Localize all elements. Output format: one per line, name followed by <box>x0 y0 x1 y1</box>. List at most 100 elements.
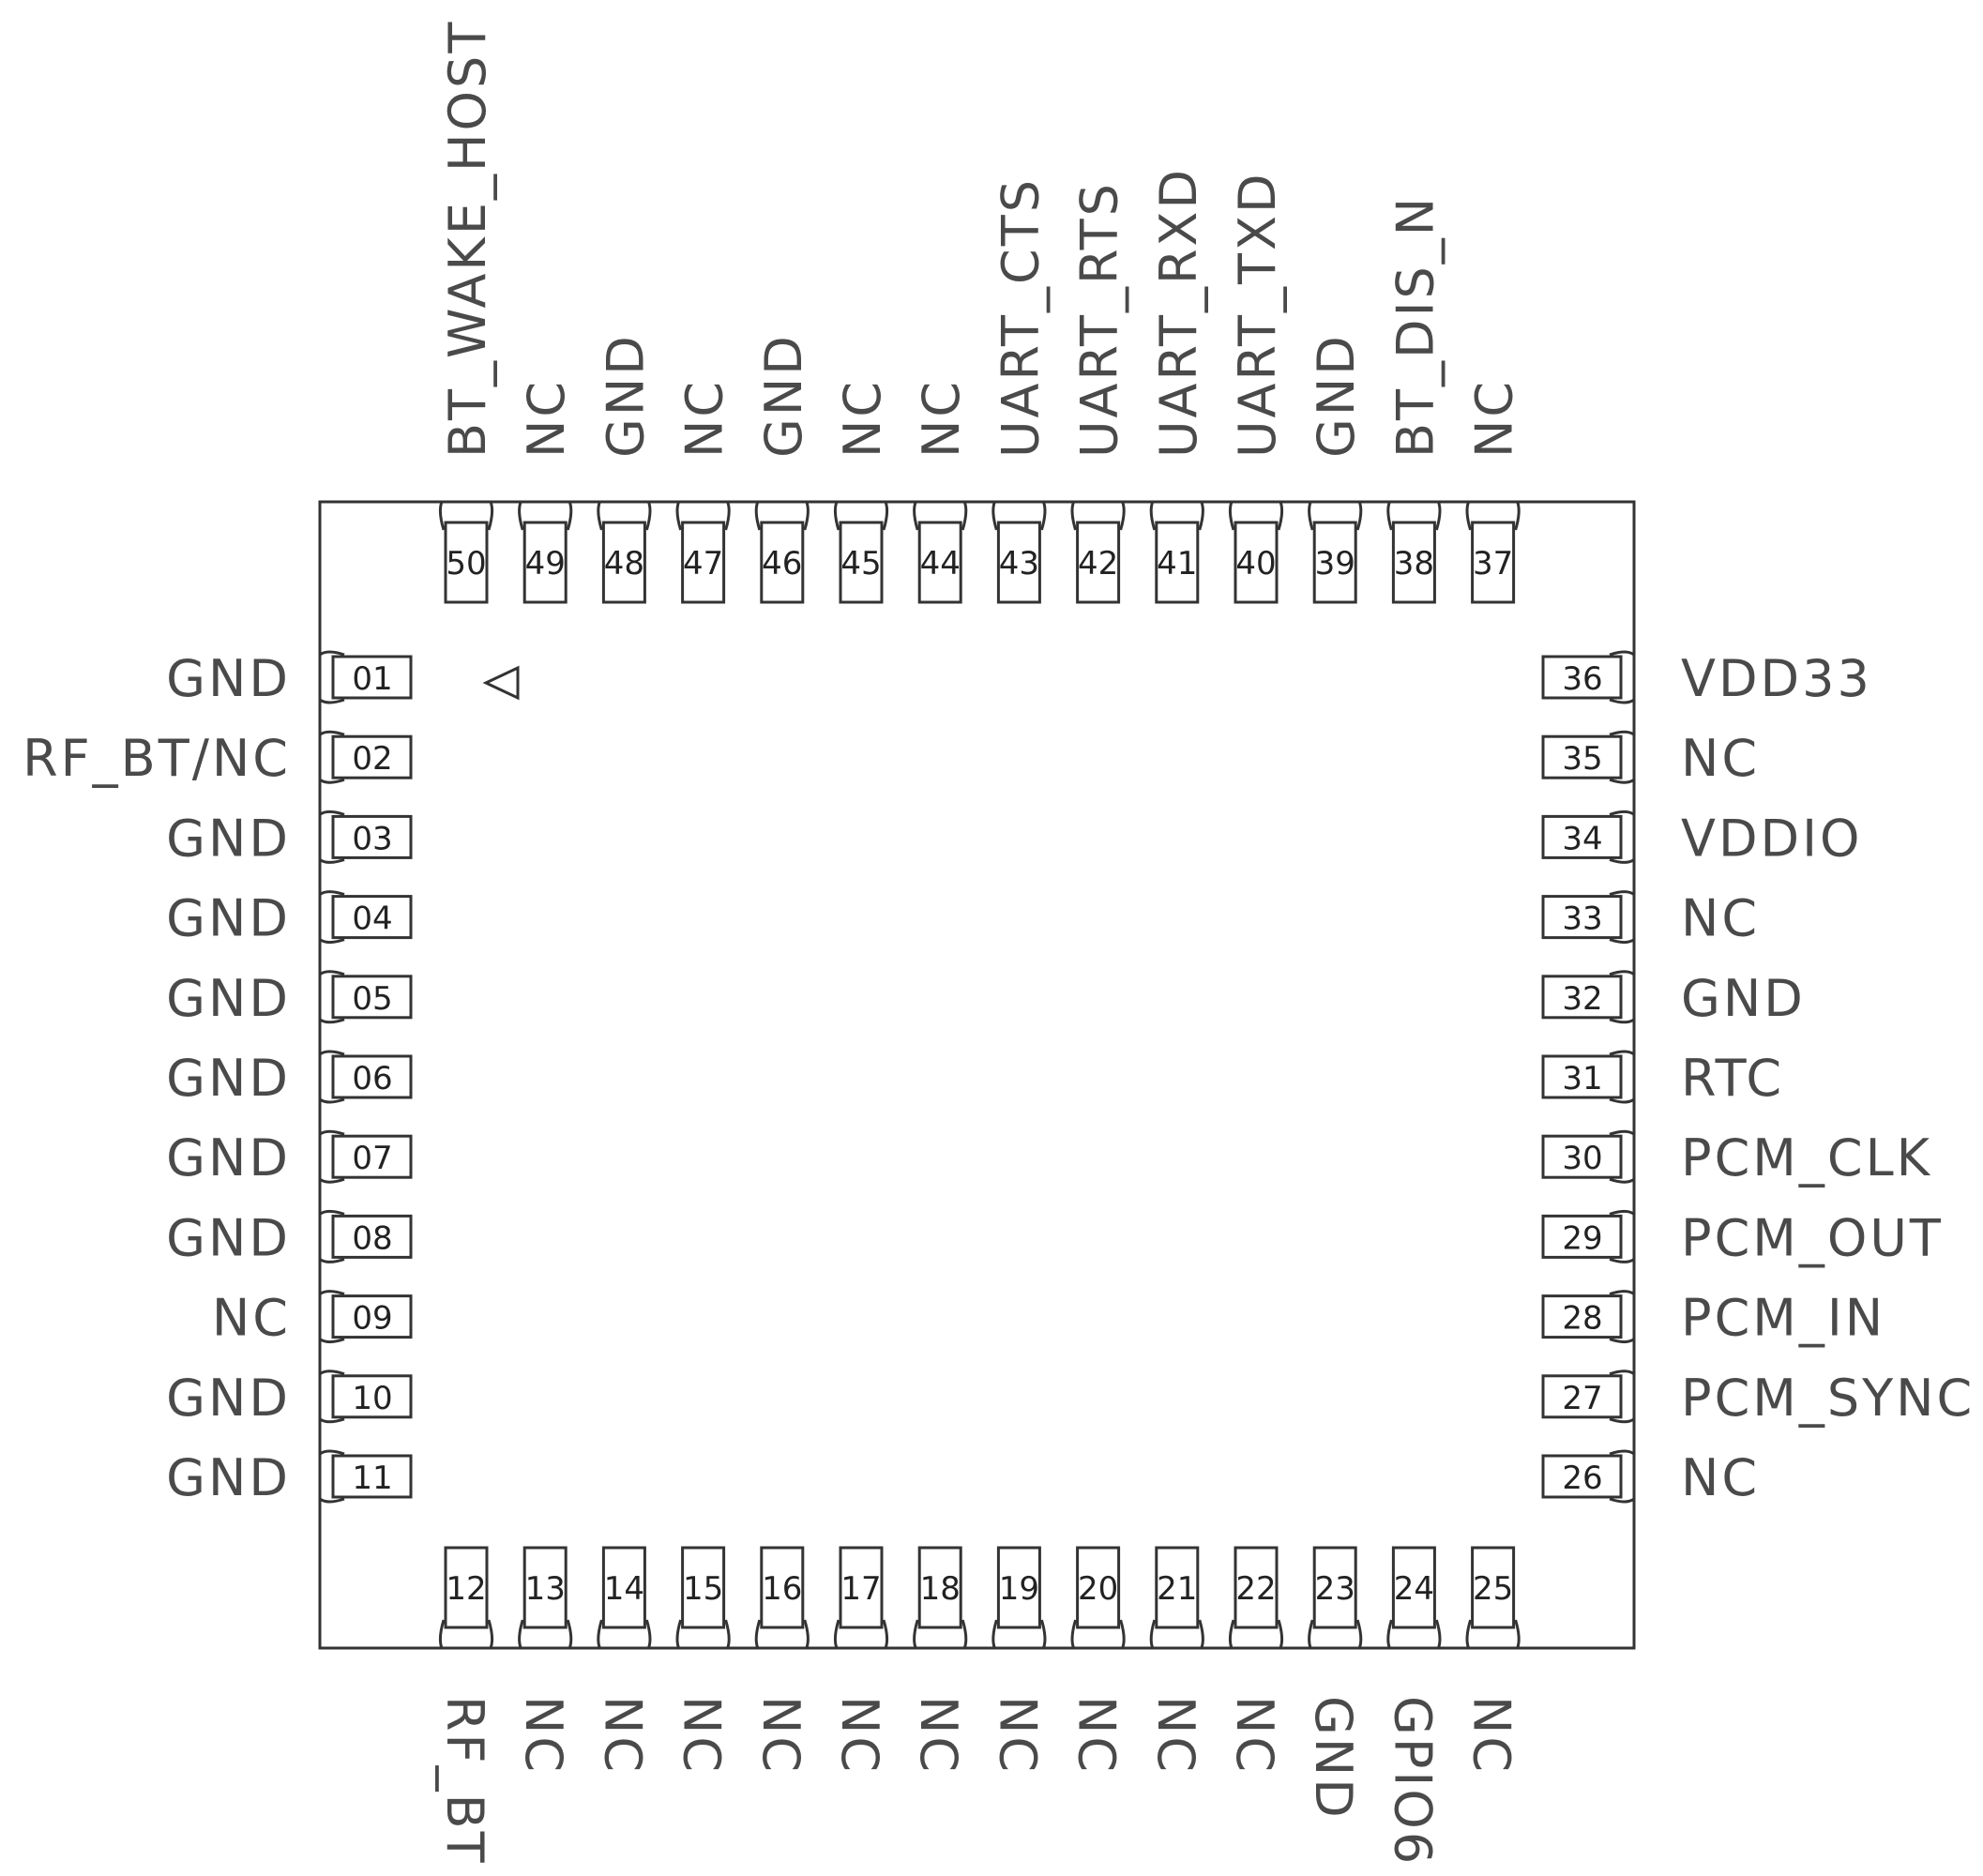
pin-pad <box>1541 734 1623 779</box>
pin-lead <box>319 1050 345 1104</box>
pin-pad <box>331 1374 413 1419</box>
pin-lead <box>754 1619 810 1649</box>
pin-pad <box>1471 1546 1516 1629</box>
pin-label: NC <box>593 1696 652 1775</box>
pin-lead <box>518 1619 573 1649</box>
pin-pad <box>1541 814 1623 859</box>
pin-pad <box>522 521 568 604</box>
pin-number: 31 <box>1562 1060 1602 1097</box>
pin-pad <box>444 1546 489 1629</box>
pin-lead <box>319 1369 345 1424</box>
pin-label: GND <box>1307 333 1366 458</box>
pin-pad <box>331 1454 413 1499</box>
pin-lead <box>1228 501 1284 531</box>
pin-number: 13 <box>525 1570 566 1608</box>
pin-label: NC <box>673 1696 732 1775</box>
pin-pad <box>601 521 646 604</box>
pin-pad <box>331 1134 413 1179</box>
pin-lead <box>1609 1129 1635 1184</box>
pin-number: 34 <box>1562 820 1602 857</box>
pin-label: RF_BT/NC <box>23 729 291 788</box>
pin-lead <box>1609 1050 1635 1104</box>
pin-lead <box>833 501 889 531</box>
pin-lead <box>1609 809 1635 864</box>
pin-number: 49 <box>525 545 566 582</box>
pin-lead <box>438 501 494 531</box>
pin-label: GPIO6 <box>1383 1696 1442 1867</box>
pin-label: NC <box>751 1696 810 1775</box>
pin-pad <box>839 1546 884 1629</box>
pin-pad <box>522 1546 568 1629</box>
pin-label: NC <box>1681 729 1760 788</box>
pin-lead <box>913 501 968 531</box>
pin-label: NC <box>675 379 734 458</box>
pin-pad <box>1391 1546 1436 1629</box>
pin-number: 03 <box>352 820 392 857</box>
pin-lead <box>1465 501 1521 531</box>
pins-layer: 01GND02RF_BT/NC03GND04GND05GND06GND07GND… <box>23 20 1972 1868</box>
pin-label: NC <box>1681 889 1760 948</box>
pin-lead <box>1609 1209 1635 1263</box>
pin-number: 08 <box>352 1219 392 1257</box>
pin-label: GND <box>166 1049 291 1108</box>
pin-number: 30 <box>1562 1140 1602 1177</box>
pin-number: 04 <box>352 900 392 938</box>
pin-pad <box>601 1546 646 1629</box>
pin-label: NC <box>514 1696 573 1775</box>
pin-number: 48 <box>604 545 644 582</box>
pin-number: 02 <box>352 740 392 778</box>
pin-number: 20 <box>1078 1570 1118 1608</box>
pin-lead <box>1149 501 1204 531</box>
pin-lead <box>1308 501 1363 531</box>
pin-lead <box>675 1619 731 1649</box>
pin-pad <box>681 1546 726 1629</box>
pin-label: GND <box>166 969 291 1028</box>
pin-number: 50 <box>446 545 486 582</box>
pin-label: GND <box>754 333 813 458</box>
pin-number: 09 <box>352 1300 392 1338</box>
pin-label: PCM_CLK <box>1681 1128 1932 1188</box>
pin-lead <box>1070 1619 1126 1649</box>
pin-label: GND <box>166 649 291 708</box>
pin-pad <box>681 521 726 604</box>
pin-pad <box>1312 1546 1357 1629</box>
pin-number: 05 <box>352 980 392 1018</box>
pin-lead <box>992 501 1047 531</box>
pin-number: 12 <box>446 1570 486 1608</box>
pin-label: GND <box>1681 969 1806 1028</box>
pin-lead <box>319 970 345 1024</box>
pin-label: NC <box>517 379 576 458</box>
pin-pad <box>331 975 413 1020</box>
pin-label: NC <box>1462 1696 1521 1775</box>
pin-lead <box>1609 730 1635 784</box>
pin-label: NC <box>833 379 892 458</box>
pin-lead <box>1308 1619 1363 1649</box>
pin-lead <box>1609 1290 1635 1344</box>
pin-number: 18 <box>920 1570 961 1608</box>
pin-lead <box>319 650 345 704</box>
pin-number: 24 <box>1394 1570 1434 1608</box>
pin-label: RF_BT <box>435 1696 494 1866</box>
pin-pad <box>996 1546 1041 1629</box>
pin-label: GND <box>166 889 291 948</box>
pin-lead <box>1386 501 1442 531</box>
pin-label: UART_TXD <box>1228 171 1287 458</box>
pin-pad <box>1541 1294 1623 1339</box>
pin-pad <box>331 895 413 940</box>
pin-number: 15 <box>683 1570 723 1608</box>
pin-pad <box>1234 521 1279 604</box>
pin-number: 43 <box>999 545 1039 582</box>
pin-pad <box>1541 1134 1623 1179</box>
pin-pad <box>1541 975 1623 1020</box>
pin-pad <box>331 655 413 700</box>
pin-lead <box>319 1209 345 1263</box>
pin-number: 01 <box>352 660 392 698</box>
pin-pad <box>1541 1214 1623 1259</box>
pin-number: 21 <box>1157 1570 1197 1608</box>
pin-lead <box>518 501 573 531</box>
pin-label: GND <box>166 809 291 868</box>
pin-label: GND <box>166 1208 291 1267</box>
pin-lead <box>319 809 345 864</box>
pin-lead <box>1228 1619 1284 1649</box>
pin-lead <box>319 1129 345 1184</box>
